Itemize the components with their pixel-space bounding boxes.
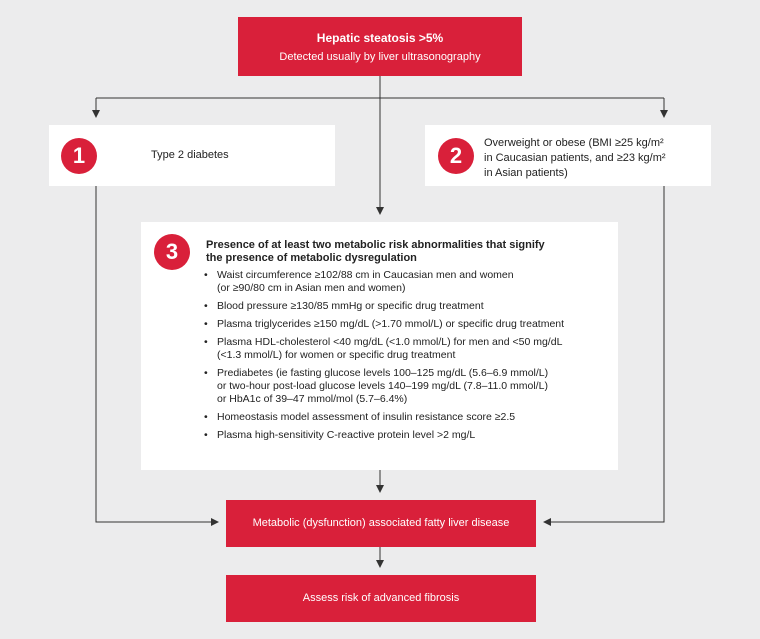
criterion-3-box: 3 Presence of at least two metabolic ris… xyxy=(141,222,618,470)
criterion-1-text: Type 2 diabetes xyxy=(151,149,229,161)
list-item-line: Plasma HDL-cholesterol <40 mg/dL (<1.0 m… xyxy=(217,336,563,348)
list-item-line: or two-hour post-load glucose levels 140… xyxy=(217,380,548,392)
hepatic-steatosis-title: Hepatic steatosis >5% xyxy=(316,31,444,45)
criterion-2-line: in Asian patients) xyxy=(484,167,568,179)
arrow-criterion2-to-result xyxy=(543,186,665,526)
arrow-criterion1-to-result xyxy=(95,186,219,526)
list-item-line: (or ≥90/80 cm in Asian men and women) xyxy=(217,282,406,294)
criterion-2-line: in Caucasian patients, and ≥23 kg/m² xyxy=(484,152,666,164)
list-item-line: Prediabetes (ie fasting glucose levels 1… xyxy=(217,367,549,379)
mafld-result-label: Metabolic (dysfunction) associated fatty… xyxy=(252,517,510,529)
mafld-result-box: Metabolic (dysfunction) associated fatty… xyxy=(226,500,536,547)
list-item-line: Plasma triglycerides ≥150 mg/dL (>1.70 m… xyxy=(217,318,565,330)
list-item: Blood pressure ≥130/85 mmHg or specific … xyxy=(203,300,603,313)
list-item: Plasma triglycerides ≥150 mg/dL (>1.70 m… xyxy=(203,318,603,331)
list-item-line: Plasma high-sensitivity C-reactive prote… xyxy=(217,429,476,441)
criterion-2-text: Overweight or obese (BMI ≥25 kg/m² in Ca… xyxy=(484,136,704,181)
criterion-2-line: Overweight or obese (BMI ≥25 kg/m² xyxy=(484,137,664,149)
list-item-line: Blood pressure ≥130/85 mmHg or specific … xyxy=(217,300,484,312)
number-badge-2: 2 xyxy=(438,138,474,174)
criterion-1-box: 1 Type 2 diabetes xyxy=(49,125,335,186)
hepatic-steatosis-box: Hepatic steatosis >5% Detected usually b… xyxy=(238,17,522,76)
list-item-line: Homeostasis model assessment of insulin … xyxy=(217,411,516,423)
list-item: Prediabetes (ie fasting glucose levels 1… xyxy=(203,367,603,406)
fibrosis-assessment-box: Assess risk of advanced fibrosis xyxy=(226,575,536,622)
metabolic-risk-list: Waist circumference ≥102/88 cm in Caucas… xyxy=(203,269,603,447)
list-item-line: Waist circumference ≥102/88 cm in Caucas… xyxy=(217,269,514,281)
hepatic-steatosis-subtitle: Detected usually by liver ultrasonograph… xyxy=(279,51,481,63)
list-item-line: or HbA1c of 39–47 mmol/mol (5.7–6.4%) xyxy=(217,393,408,405)
criterion-2-box: 2 Overweight or obese (BMI ≥25 kg/m² in … xyxy=(425,125,711,186)
number-badge-1: 1 xyxy=(61,138,97,174)
list-item: Plasma high-sensitivity C-reactive prote… xyxy=(203,429,603,442)
list-item-line: (<1.3 mmol/L) for women or specific drug… xyxy=(217,349,456,361)
criterion-3-heading-line: Presence of at least two metabolic risk … xyxy=(206,239,545,251)
criterion-3-heading: Presence of at least two metabolic risk … xyxy=(206,239,586,265)
fibrosis-assessment-label: Assess risk of advanced fibrosis xyxy=(302,592,460,604)
list-item: Waist circumference ≥102/88 cm in Caucas… xyxy=(203,269,603,295)
number-badge-3: 3 xyxy=(154,234,190,270)
criterion-3-heading-line: the presence of metabolic dysregulation xyxy=(206,252,417,264)
list-item: Plasma HDL-cholesterol <40 mg/dL (<1.0 m… xyxy=(203,336,603,362)
list-item: Homeostasis model assessment of insulin … xyxy=(203,411,603,424)
